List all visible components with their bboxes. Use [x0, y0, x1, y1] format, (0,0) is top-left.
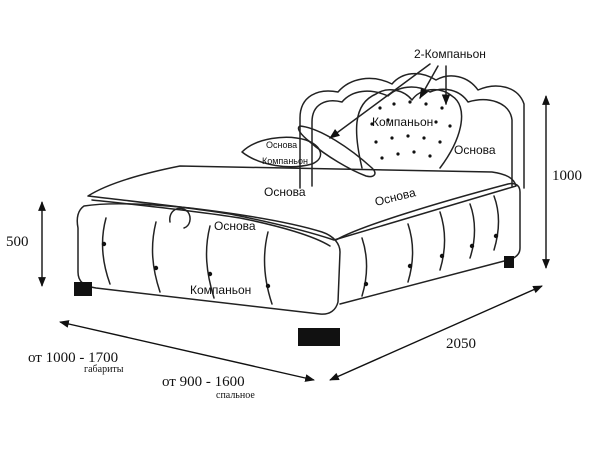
headboard-inner-panel — [311, 86, 513, 187]
label-mattress-main: Основа — [264, 185, 306, 199]
label-mattress-right: Основа — [373, 185, 417, 209]
headboard-tufted-panel — [355, 88, 463, 169]
bed-foot — [298, 328, 340, 346]
bed-foot — [504, 256, 514, 268]
seam — [361, 237, 368, 297]
dim-base-height: 500 — [6, 234, 29, 250]
seam — [263, 231, 273, 305]
dim-line-length — [329, 285, 543, 381]
label-base-front: Компаньон — [190, 283, 251, 297]
tufting-buttons — [101, 100, 499, 289]
mattress-top — [87, 165, 517, 241]
label-footboard-top: Основа — [214, 219, 256, 233]
label-pillow-bottom: Компаньон — [262, 156, 308, 166]
headboard-outline — [299, 72, 525, 189]
dim-width-overall: от 1000 - 1700 — [28, 350, 118, 366]
seam — [407, 223, 414, 283]
bed-base-side — [335, 182, 521, 305]
seam — [493, 195, 500, 251]
label-companion-2: 2-Компаньон — [414, 47, 486, 61]
dim-total-height: 1000 — [552, 168, 582, 184]
label-pillow-top: Основа — [266, 140, 297, 150]
seam — [205, 225, 215, 299]
leader-arrow — [419, 65, 439, 99]
seam — [439, 211, 446, 271]
dim-width-overall-note: габариты — [84, 364, 124, 375]
mattress-edge — [91, 199, 331, 247]
bed-base-front — [76, 203, 341, 315]
dim-width-sleep-note: спальное — [216, 390, 255, 401]
dim-length: 2050 — [446, 336, 476, 352]
seam — [101, 217, 111, 285]
pillow-small — [241, 136, 322, 168]
pillow-large — [297, 125, 376, 178]
label-headboard-side: Основа — [454, 143, 496, 157]
leader-arrow — [329, 63, 431, 139]
dim-line-width — [59, 320, 315, 382]
lift-handle — [169, 207, 191, 229]
seam — [151, 221, 161, 293]
dim-width-sleep: от 900 - 1600 — [162, 374, 245, 390]
label-headboard-center: Компаньон — [372, 115, 433, 129]
bed-foot — [74, 282, 92, 296]
seam — [469, 203, 476, 259]
